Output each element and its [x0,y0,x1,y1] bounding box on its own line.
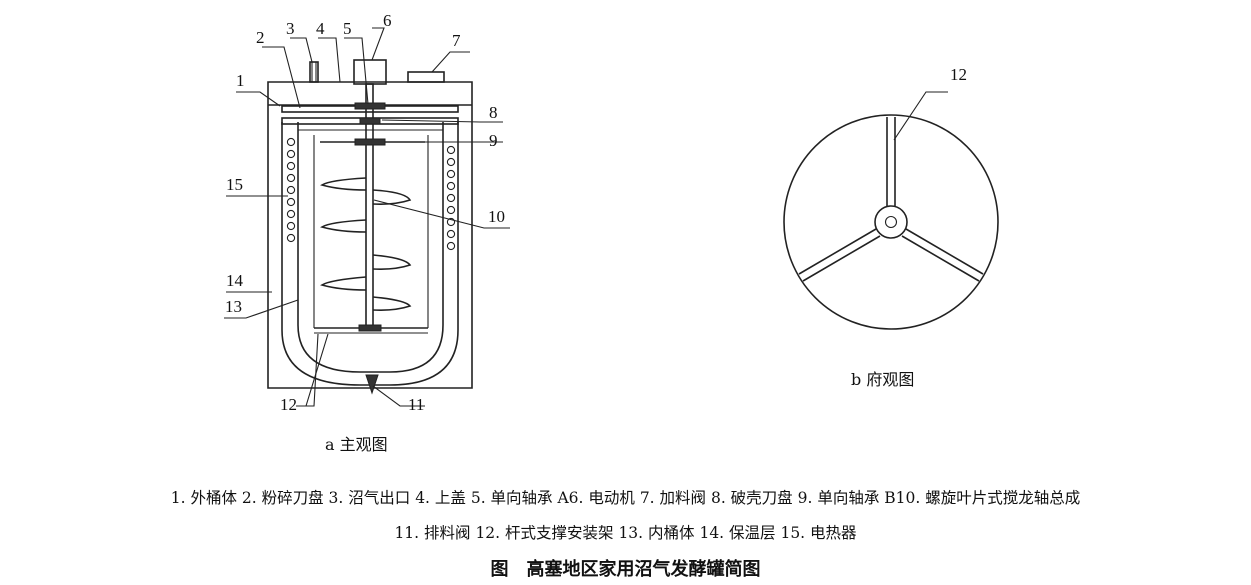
callout-11: 11 [408,395,424,414]
outer-vessel [267,81,473,389]
center-hub-outer [874,205,908,239]
caption-top-view: b 府观图 [851,370,914,389]
top-view-outer-circle [783,114,999,330]
electric-heater-right [446,145,456,251]
bearing-a [354,102,386,110]
legend-line-1: 1. 外桶体 2. 粉碎刀盘 3. 沼气出口 4. 上盖 5. 单向轴承 A6.… [170,489,1081,507]
callout-15: 15 [226,175,243,194]
biogas-outlet [309,61,319,83]
callout-12: 12 [280,395,297,414]
bearing-b [354,138,386,146]
top-view-diagram: 12 b 府观图 [783,65,999,389]
discharge-valve [365,374,379,395]
insulation-inner-wall [281,122,459,386]
leader-lines [224,27,510,407]
callout-3: 3 [286,19,295,38]
callout-9: 9 [489,131,498,150]
callout-1: 1 [236,71,245,90]
inner-vessel [297,122,444,373]
figure-title: 图 高塞地区家用沼气发酵罐简图 [490,559,761,580]
caption-front-view: a 主观图 [325,435,388,454]
callout-5: 5 [343,19,352,38]
callout-10: 10 [488,207,505,226]
callout-4: 4 [316,19,325,38]
front-view-diagram: 1 2 3 4 5 6 7 8 9 10 11 12 13 14 15 a 主观… [224,11,510,454]
electric-heater-left [286,137,296,243]
callout-2: 2 [256,28,265,47]
callout-8: 8 [489,103,498,122]
callout-12-top: 12 [950,65,967,84]
feed-valve [407,71,445,83]
callout-7: 7 [452,31,461,50]
spiral-blade [320,177,367,191]
support-arms [798,117,984,282]
motor [353,59,387,85]
callout-6: 6 [383,11,392,30]
legend-line-2: 11. 排料阀 12. 杆式支撑安装架 13. 内桶体 14. 保温层 15. … [394,524,857,542]
callout-13: 13 [225,297,242,316]
center-hub-inner [884,215,898,229]
callout-14: 14 [226,271,244,290]
